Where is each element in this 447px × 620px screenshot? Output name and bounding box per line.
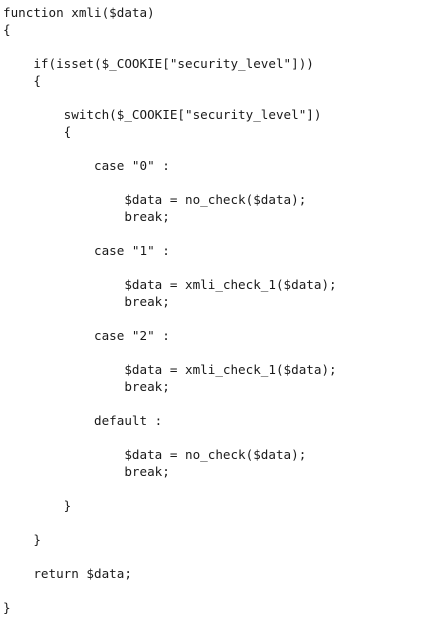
code-line [3, 174, 447, 191]
code-text: if(isset($_COOKIE["security_level"])) [33, 56, 314, 71]
code-line: } [3, 531, 447, 548]
code-text: } [3, 600, 11, 615]
code-text: } [33, 532, 41, 547]
code-indent [3, 464, 124, 479]
code-line [3, 514, 447, 531]
code-indent [3, 498, 64, 513]
code-indent [3, 243, 94, 258]
code-indent [3, 413, 94, 428]
code-line: switch($_COOKIE["security_level"]) [3, 106, 447, 123]
code-text: switch($_COOKIE["security_level"]) [63, 107, 322, 122]
code-line [3, 582, 447, 599]
code-indent [3, 209, 124, 224]
code-indent [3, 566, 33, 581]
code-line [3, 259, 447, 276]
code-line: if(isset($_COOKIE["security_level"])) [3, 55, 447, 72]
code-line [3, 480, 447, 497]
code-line [3, 395, 447, 412]
code-line [3, 344, 447, 361]
code-indent [3, 56, 33, 71]
code-indent [3, 73, 33, 88]
code-indent [3, 124, 64, 139]
code-line: $data = xmli_check_1($data); [3, 361, 447, 378]
code-line: } [3, 599, 447, 616]
code-text: case "0" : [94, 158, 170, 173]
code-line: function xmli($data) [3, 4, 447, 21]
code-indent [3, 362, 124, 377]
code-line [3, 89, 447, 106]
code-line [3, 310, 447, 327]
code-indent [3, 158, 94, 173]
code-text: $data = no_check($data); [124, 447, 307, 462]
code-line: break; [3, 463, 447, 480]
code-text: default : [94, 413, 163, 428]
code-text: break; [124, 464, 170, 479]
code-indent [3, 107, 64, 122]
code-text: case "2" : [94, 328, 170, 343]
code-text: { [3, 22, 11, 37]
code-line [3, 38, 447, 55]
code-line: { [3, 123, 447, 140]
code-editor[interactable]: function xmli($data) { if(isset($_COOKIE[… [3, 4, 447, 620]
code-line [3, 225, 447, 242]
code-text: break; [124, 209, 170, 224]
code-indent [3, 532, 33, 547]
code-line: break; [3, 293, 447, 310]
code-text: { [63, 124, 72, 139]
code-line: { [3, 72, 447, 89]
code-line: $data = no_check($data); [3, 191, 447, 208]
code-line: case "1" : [3, 242, 447, 259]
code-line: break; [3, 378, 447, 395]
code-line: case "2" : [3, 327, 447, 344]
code-indent [3, 277, 124, 292]
code-line: $data = xmli_check_1($data); [3, 276, 447, 293]
code-line: return $data; [3, 565, 447, 582]
code-text: $data = no_check($data); [124, 192, 307, 207]
code-line: default : [3, 412, 447, 429]
code-indent [3, 192, 124, 207]
code-text: function xmli($data) [3, 5, 155, 20]
code-line [3, 140, 447, 157]
code-line: } [3, 497, 447, 514]
code-line: $data = no_check($data); [3, 446, 447, 463]
code-indent [3, 328, 94, 343]
code-text: $data = xmli_check_1($data); [124, 362, 337, 377]
code-indent [3, 294, 124, 309]
code-line: break; [3, 208, 447, 225]
code-text: return $data; [33, 566, 132, 581]
code-text: $data = xmli_check_1($data); [124, 277, 337, 292]
code-line: { [3, 21, 447, 38]
code-line [3, 429, 447, 446]
code-text: case "1" : [94, 243, 170, 258]
code-text: { [33, 73, 41, 88]
code-text: break; [124, 294, 170, 309]
code-line [3, 548, 447, 565]
code-text: } [63, 498, 72, 513]
code-text: break; [124, 379, 170, 394]
code-line: case "0" : [3, 157, 447, 174]
code-indent [3, 379, 124, 394]
code-indent [3, 447, 124, 462]
